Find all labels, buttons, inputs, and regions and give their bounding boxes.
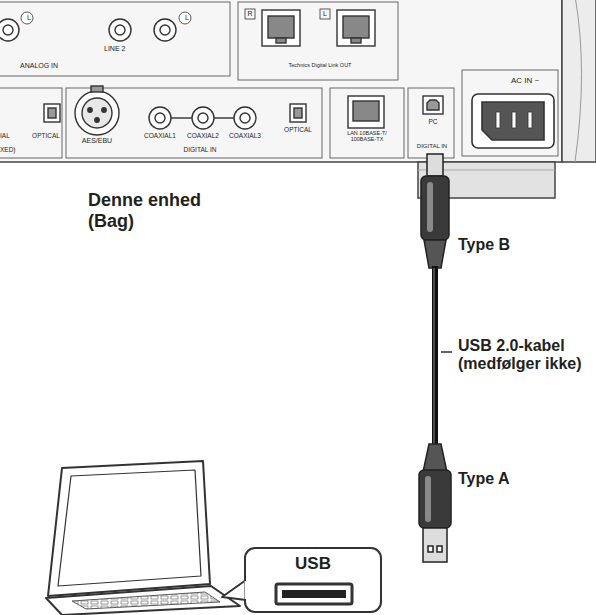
panel-label: AES/EBU <box>72 137 122 145</box>
panel-label: OPTICAL <box>278 126 318 133</box>
callout-label: Type B <box>458 236 590 254</box>
panel-label: COAXIAL2 <box>181 132 225 139</box>
usb-callout <box>222 548 381 612</box>
usb-callout-box: USB <box>245 548 381 582</box>
panel-label: COAXIAL3 <box>223 132 267 139</box>
panel-label: OPTICAL <box>30 132 62 139</box>
panel-label: LAN 10BASE-T/ 100BASE-TX <box>336 130 398 143</box>
panel-label: ANALOG IN <box>20 62 80 70</box>
laptop <box>46 461 240 615</box>
callout-label: Denne enhed (Bag) <box>88 190 210 231</box>
panel-label: DIGITAL IN <box>410 143 454 150</box>
leader-line <box>441 351 452 352</box>
usb-cable <box>419 154 451 562</box>
panel-label: L <box>24 14 34 22</box>
panel-label: COAXIAL1 <box>138 132 182 139</box>
panel-label: L <box>182 14 192 22</box>
panel-label: AC IN ~ <box>498 76 552 85</box>
panel-label: XED) <box>0 146 40 153</box>
device-rear <box>0 0 596 198</box>
panel-label: R <box>245 10 255 18</box>
panel-label: IAL <box>0 132 24 139</box>
callout-label: USB 2.0-kabel (medfølger ikke) <box>458 337 590 374</box>
callout-label: Type A <box>458 470 590 488</box>
panel-label: DIGITAL IN <box>160 146 240 153</box>
panel-label: Technics Digital Link OUT <box>250 62 390 68</box>
panel-label: L <box>320 10 330 18</box>
panel-label: PC <box>420 118 446 125</box>
panel-label: LINE 2 <box>104 45 144 53</box>
port-label: USB <box>245 554 381 574</box>
